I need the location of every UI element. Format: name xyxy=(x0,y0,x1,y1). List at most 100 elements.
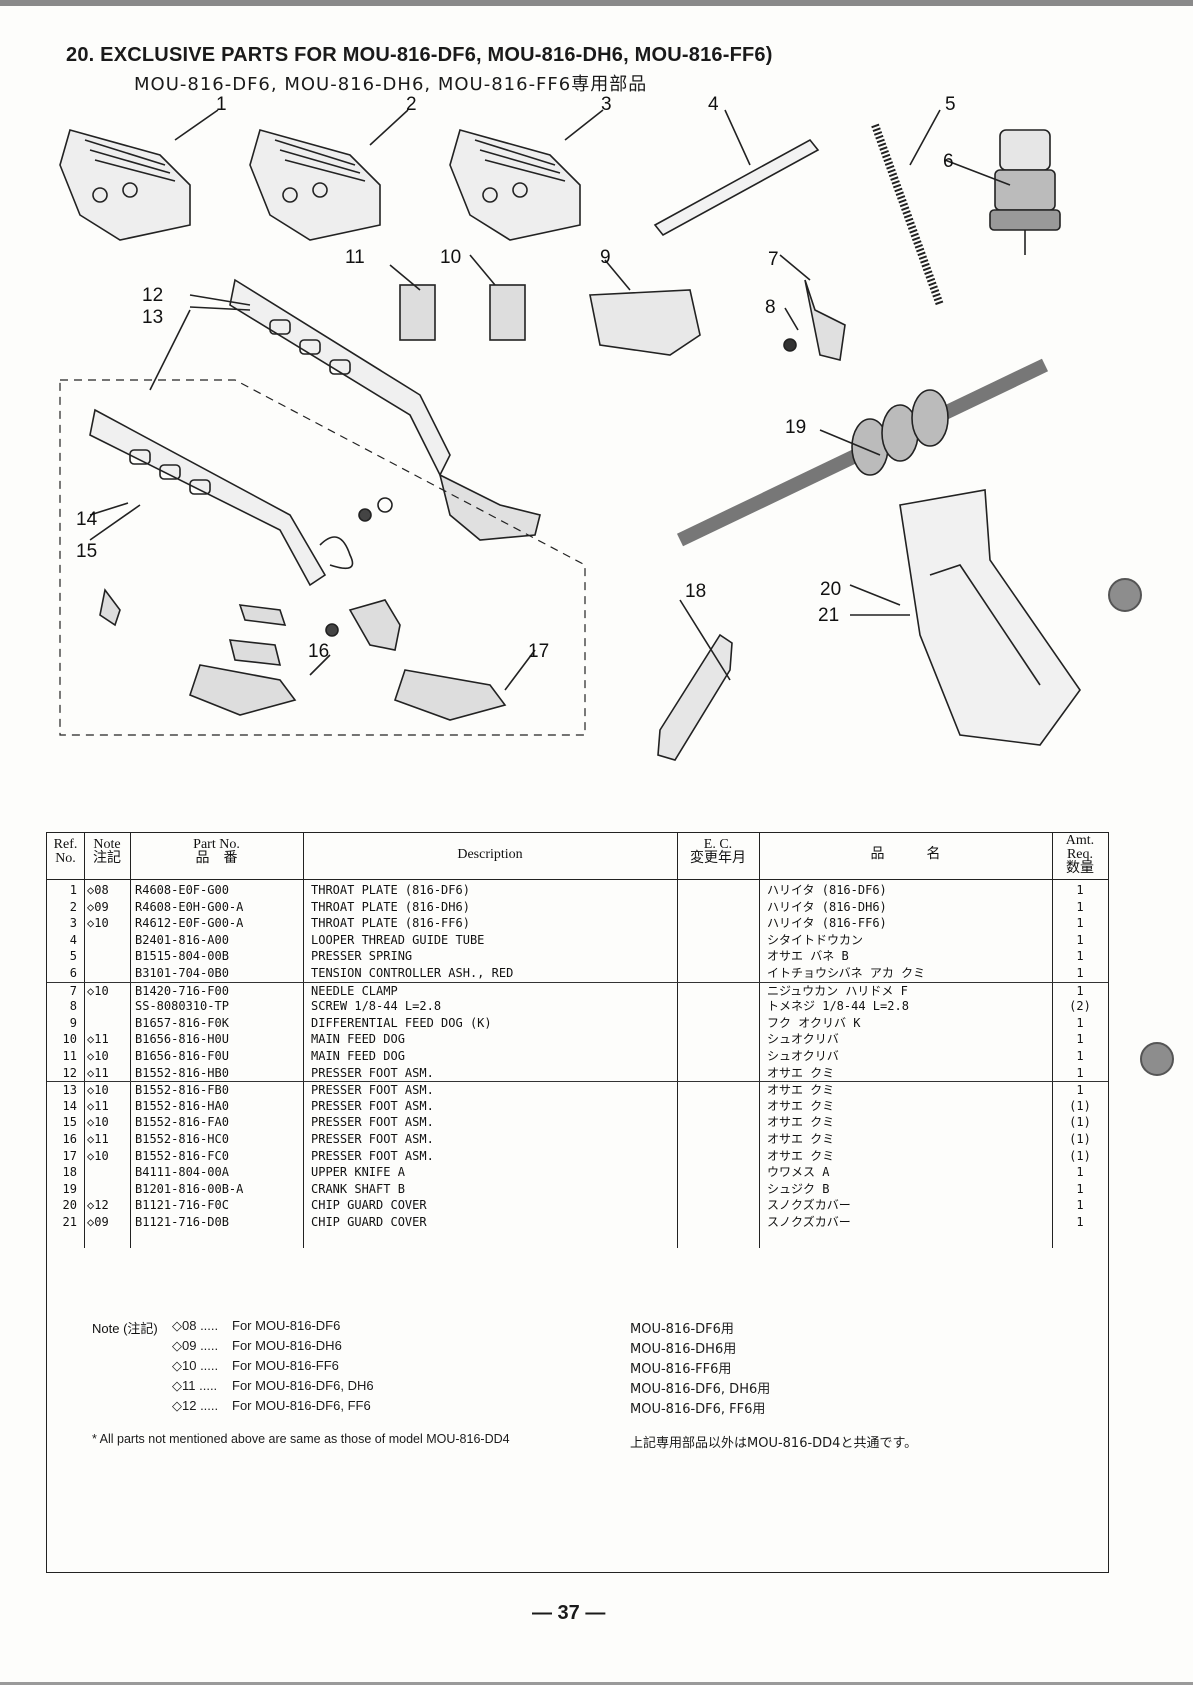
common-parts-note: * All parts not mentioned above are same… xyxy=(92,1432,510,1446)
amount-cell: 1 xyxy=(1076,1181,1084,1196)
note-cell: ◇10 xyxy=(87,1083,109,1098)
parts-diagram: 1 2 3 4 5 6 7 8 9 10 11 12 13 14 15 16 1… xyxy=(59,95,1081,761)
ref-cell: 13 xyxy=(62,1083,77,1098)
presser-foot-17-illustration xyxy=(393,669,507,721)
callout-14: 14 xyxy=(76,509,98,530)
ref-cell: 21 xyxy=(62,1215,77,1229)
note-text: For MOU-816-DF6 xyxy=(232,1318,341,1333)
description-cell: NEEDLE CLAMP xyxy=(311,983,398,998)
callout-6: 6 xyxy=(943,151,954,172)
amount-cell: (2) xyxy=(1069,999,1091,1014)
note-cell: ◇10 xyxy=(87,983,109,998)
crank-shaft-illustration xyxy=(676,358,1049,547)
note-prefix: Note (注記) xyxy=(92,1321,158,1336)
feed-dog-10-illustration xyxy=(489,284,526,341)
table-header xyxy=(47,832,1108,880)
description-cell: CRANK SHAFT B xyxy=(311,1181,405,1196)
needle-clamp-illustration xyxy=(804,279,846,361)
name-jp-cell: オサエ クミ xyxy=(767,1065,835,1080)
name-jp-cell: オサエ クミ xyxy=(767,1083,835,1098)
callout-1: 1 xyxy=(216,95,227,115)
part-no-cell: B3101-704-0B0 xyxy=(135,966,229,980)
note-cell: ◇11 xyxy=(87,1098,109,1113)
part-no-cell: B1552-816-HA0 xyxy=(135,1098,229,1113)
header-part-no: Part No.品 番 xyxy=(193,837,240,866)
amount-cell: (1) xyxy=(1069,1115,1091,1130)
ref-cell: 17 xyxy=(62,1148,77,1163)
callout-20: 20 xyxy=(820,579,841,600)
name-jp-cell: シュオクリバ xyxy=(767,1049,839,1063)
part-no-cell: B1515-804-00B xyxy=(135,949,229,964)
description-cell: THROAT PLATE (816-DF6) xyxy=(311,883,470,897)
description-cell: PRESSER FOOT ASM. xyxy=(311,1098,434,1113)
amount-cell: 1 xyxy=(1076,1165,1084,1180)
amount-cell: 1 xyxy=(1076,883,1084,897)
note-cell: ◇09 xyxy=(87,899,109,914)
ref-cell: 10 xyxy=(62,1032,77,1047)
note-text-jp: MOU-816-DF6, DH6用 xyxy=(630,1382,771,1397)
throat-plate-1-illustration xyxy=(59,129,191,241)
note-cell: ◇11 xyxy=(87,1132,109,1146)
callout-9: 9 xyxy=(600,247,611,268)
part-no-cell: B1552-816-HB0 xyxy=(135,1065,229,1080)
note-code: ◇08 ..... xyxy=(172,1318,219,1333)
description-cell: DIFFERENTIAL FEED DOG (K) xyxy=(311,1015,492,1030)
description-cell: MAIN FEED DOG xyxy=(311,1032,405,1047)
name-jp-cell: フク オクリバ K xyxy=(767,1015,861,1030)
ref-cell: 15 xyxy=(62,1115,77,1130)
note-cell: ◇10 xyxy=(87,1115,109,1130)
ref-cell: 9 xyxy=(69,1015,77,1030)
callout-19: 19 xyxy=(785,417,806,438)
callout-15: 15 xyxy=(76,541,97,562)
ref-cell: 12 xyxy=(62,1065,77,1080)
name-jp-cell: オサエ クミ xyxy=(767,1098,835,1113)
ref-cell: 2 xyxy=(69,899,77,914)
bottom-edge xyxy=(0,1682,1193,1685)
ref-cell: 16 xyxy=(62,1132,77,1146)
upper-knife-illustration xyxy=(657,633,733,761)
callout-21: 21 xyxy=(818,605,839,626)
ref-cell: 6 xyxy=(69,966,77,980)
amount-cell: 1 xyxy=(1076,1065,1084,1080)
description-cell: THROAT PLATE (816-FF6) xyxy=(311,916,470,931)
callout-8: 8 xyxy=(765,297,776,318)
description-cell: PRESSER FOOT ASM. xyxy=(311,1083,434,1098)
ref-cell: 18 xyxy=(62,1165,77,1180)
screw-8-illustration xyxy=(783,338,797,352)
part-no-cell: B1420-716-F00 xyxy=(135,983,229,998)
note-cell: ◇12 xyxy=(87,1198,109,1213)
differential-feed-dog-illustration xyxy=(589,289,701,356)
section-title-jp: MOU-816-DF6, MOU-816-DH6, MOU-816-FF6専用部… xyxy=(134,74,648,95)
page-number: — 37 — xyxy=(532,1602,606,1624)
name-jp-cell: オサエ バネ B xyxy=(767,949,849,964)
description-cell: THROAT PLATE (816-DH6) xyxy=(311,899,470,914)
note-cell: ◇09 xyxy=(87,1215,109,1229)
callout-labels: 1 2 3 4 5 6 7 8 9 10 11 12 13 14 15 16 1… xyxy=(76,95,956,662)
description-cell: SCREW 1/8-44 L=2.8 xyxy=(311,999,442,1014)
inset-frame xyxy=(59,379,586,736)
callout-16: 16 xyxy=(308,641,329,662)
ref-cell: 4 xyxy=(69,932,77,947)
part-no-cell: B1656-816-F0U xyxy=(135,1049,229,1063)
callout-2: 2 xyxy=(406,95,417,115)
name-jp-cell: オサエ クミ xyxy=(767,1132,835,1146)
note-code: ◇10 ..... xyxy=(172,1358,219,1373)
part-no-cell: B1552-816-FA0 xyxy=(135,1115,229,1130)
amount-cell: 1 xyxy=(1076,1198,1084,1213)
note-cell: ◇10 xyxy=(87,1148,109,1163)
throat-plate-2-illustration xyxy=(249,129,381,241)
name-jp-cell: ハリイタ (816-FF6) xyxy=(767,916,887,931)
name-jp-cell: ウワメス A xyxy=(767,1165,830,1180)
description-cell: PRESSER FOOT ASM. xyxy=(311,1148,434,1163)
